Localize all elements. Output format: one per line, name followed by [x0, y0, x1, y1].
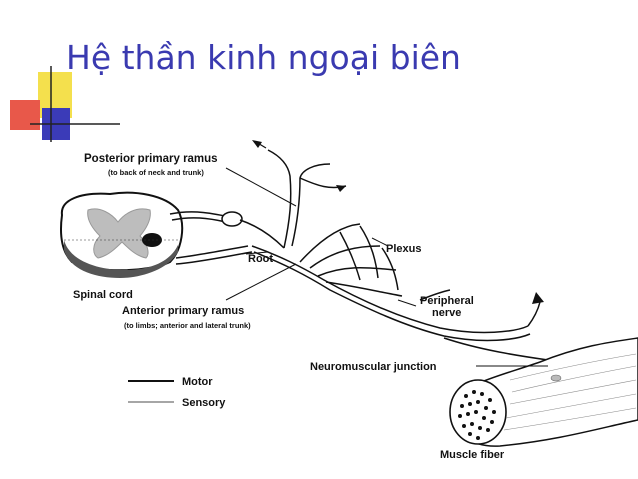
leader-lines [225, 167, 548, 367]
slide-logo [10, 66, 120, 142]
label-anterior-ramus-note: (to limbs; anterior and lateral trunk) [124, 321, 251, 330]
slide-title: Hệ thần kinh ngoại biên [66, 38, 461, 77]
label-nerve: nerve [432, 307, 461, 319]
legend-motor-label: Motor [182, 376, 213, 388]
logo-red-block [10, 100, 40, 130]
label-anterior-ramus: Anterior primary ramus [122, 305, 244, 317]
label-root: Root [248, 253, 273, 265]
label-posterior-ramus-note: (to back of neck and trunk) [108, 168, 204, 177]
muscle-fiber [449, 337, 638, 447]
nerve-roots [169, 211, 285, 265]
posterior-ramus-nerve [252, 140, 347, 249]
label-plexus: Plexus [386, 243, 421, 255]
label-posterior-ramus: Posterior primary ramus [84, 153, 218, 165]
legend: Motor Sensory [128, 376, 226, 409]
label-peripheral: Peripheral [420, 295, 474, 307]
label-muscle-fiber: Muscle fiber [440, 449, 505, 461]
legend-sensory-label: Sensory [182, 397, 226, 409]
label-neuromuscular-junction: Neuromuscular junction [310, 361, 437, 373]
spinal-cord-section [60, 191, 184, 278]
label-spinal-cord: Spinal cord [73, 289, 133, 301]
